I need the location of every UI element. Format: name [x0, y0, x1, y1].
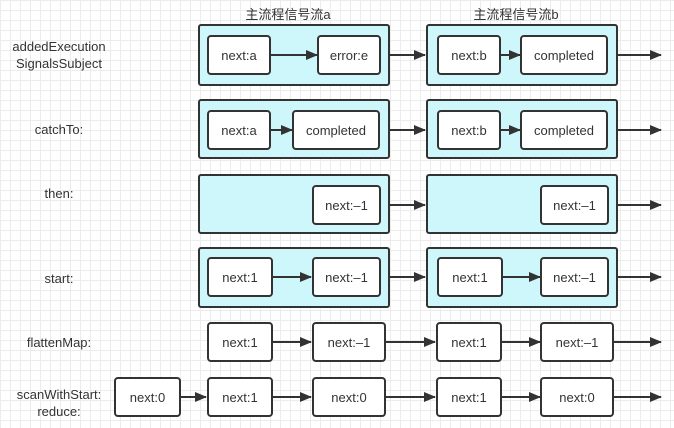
node-r2-4: completed — [520, 110, 608, 150]
node-r4-1: next:1 — [207, 257, 273, 297]
row-label-start: start: — [44, 271, 74, 286]
row-label-then: then: — [44, 186, 74, 201]
node-r1-4: completed — [520, 35, 608, 75]
row-label-scan-with-start-reduce: scanWithStart: reduce: — [16, 387, 102, 419]
node-r4-2: next:–1 — [312, 257, 381, 297]
row-label-catch-to: catchTo: — [34, 122, 84, 137]
node-r2-1: next:a — [207, 110, 271, 150]
node-r6-5: next:0 — [540, 377, 614, 417]
node-r1-1: next:a — [207, 35, 271, 75]
node-r6-4: next:1 — [436, 377, 502, 417]
stream-a-title: 主流程信号流a — [245, 7, 331, 22]
node-r5-3: next:1 — [436, 322, 502, 362]
node-r2-3: next:b — [437, 110, 501, 150]
node-r4-4: next:–1 — [540, 257, 609, 297]
node-r5-2: next:–1 — [312, 322, 386, 362]
node-r5-1: next:1 — [207, 322, 273, 362]
row-label-flatten-map: flattenMap: — [26, 335, 92, 350]
row-label-added-execution-signals-subject: addedExecution SignalsSubject — [12, 39, 106, 71]
node-r4-3: next:1 — [437, 257, 503, 297]
node-r6-1: next:0 — [114, 377, 181, 417]
node-r3-1: next:–1 — [312, 185, 381, 225]
node-r3-2: next:–1 — [540, 185, 609, 225]
node-r1-3: next:b — [437, 35, 501, 75]
stream-b-title: 主流程信号流b — [473, 7, 559, 22]
node-r1-2: error:e — [317, 35, 381, 75]
node-r5-4: next:–1 — [540, 322, 614, 362]
node-r2-2: completed — [292, 110, 380, 150]
node-r6-2: next:1 — [207, 377, 273, 417]
node-r6-3: next:0 — [312, 377, 386, 417]
